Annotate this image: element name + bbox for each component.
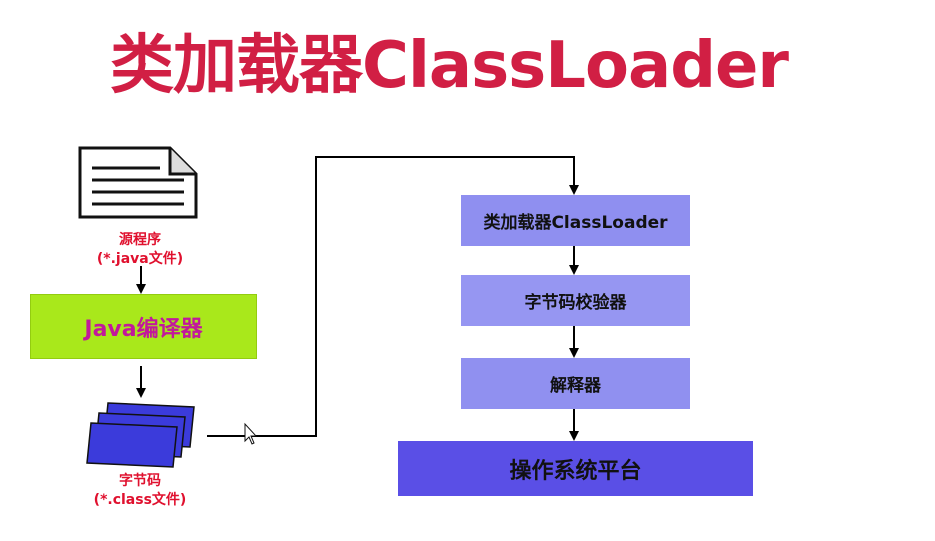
bytecode-label: 字节码 (*.class文件) — [70, 472, 210, 510]
arrow-bytecode-to-classloader — [207, 156, 579, 437]
os-platform-box: 操作系统平台 — [398, 441, 753, 496]
bytecode-files-icon — [86, 402, 195, 468]
bytecode-ext: (*.class文件) — [93, 492, 187, 508]
mouse-cursor-icon — [244, 422, 258, 445]
source-ext: (*.java文件) — [96, 251, 184, 267]
bytecode-verifier-box: 字节码校验器 — [461, 275, 690, 326]
interpreter-box: 解释器 — [461, 358, 690, 409]
bytecode-name: 字节码 — [119, 473, 161, 489]
source-label: 源程序 (*.java文件) — [80, 231, 200, 269]
java-compiler-box: Java编译器 — [30, 294, 257, 359]
classloader-box: 类加载器ClassLoader — [461, 195, 690, 246]
page-title: 类加载器ClassLoader — [110, 29, 789, 103]
source-file-icon — [78, 146, 198, 219]
source-name: 源程序 — [119, 232, 161, 248]
